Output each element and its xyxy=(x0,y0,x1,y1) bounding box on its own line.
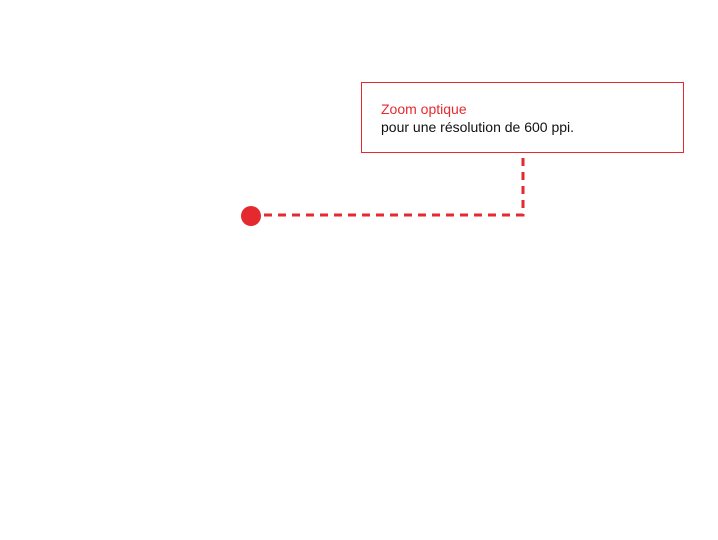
callout-description: pour une résolution de 600 ppi. xyxy=(381,119,575,135)
feature-callout-box: Zoom optique pour une résolution de 600 … xyxy=(361,82,684,153)
dashed-leader-line xyxy=(264,154,525,217)
hotspot-marker[interactable] xyxy=(241,206,261,226)
callout-title: Zoom optique xyxy=(381,101,467,117)
